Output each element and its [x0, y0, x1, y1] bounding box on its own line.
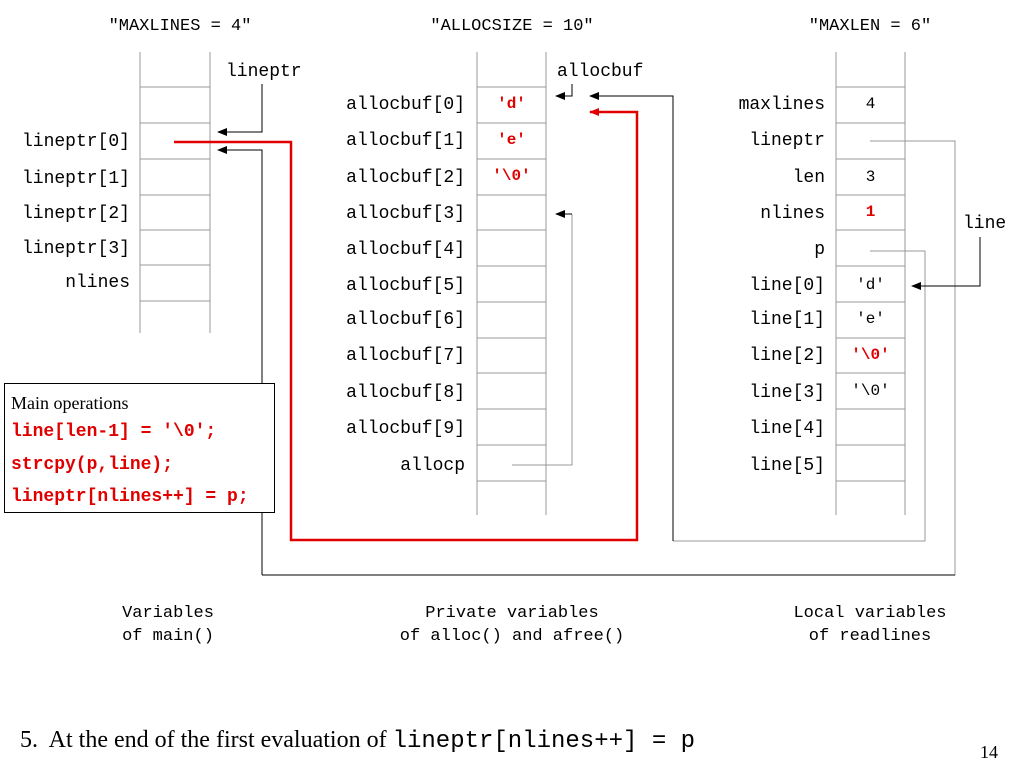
main-label-nlines: nlines [65, 273, 130, 293]
p-link [589, 92, 926, 542]
line0-value: 'd' [856, 276, 885, 294]
nlines-value: 1 [865, 203, 876, 221]
line3-value: '\0' [851, 382, 890, 400]
main-operations-box: Main operations line[len-1] = '\0'; strc… [4, 383, 275, 513]
allocp-link [512, 210, 573, 466]
alloc-label-allocp: allocp [400, 456, 465, 476]
alloc-header: "ALLOCSIZE = 10" [430, 17, 594, 36]
alloc-label-0: allocbuf[0] [346, 95, 465, 115]
step-text: 5. At the end of the first evaluation of [20, 727, 393, 753]
readlines-label-line1: line[1] [749, 310, 825, 330]
readlines-label-nlines: nlines [760, 204, 825, 224]
step-caption: 5. At the end of the first evaluation of… [20, 726, 695, 756]
main-label-lineptr2: lineptr[2] [21, 204, 130, 224]
readlines-header: "MAXLEN = 6" [808, 17, 932, 36]
operation-3: lineptr[nlines++] = p; [11, 487, 249, 507]
alloc-label-2: allocbuf[2] [346, 168, 465, 188]
readlines-label-line4: line[4] [749, 419, 825, 439]
alloc-caption: Private variables of alloc() and afree() [399, 604, 625, 646]
readlines-label-line3: line[3] [749, 383, 825, 403]
lineptr-pointer-label: lineptr [226, 62, 302, 82]
len-value: 3 [865, 168, 876, 186]
alloc-label-1: allocbuf[1] [346, 131, 465, 151]
main-header: "MAXLINES = 4" [108, 17, 252, 36]
allocbuf-pointer-label: allocbuf [557, 62, 644, 82]
readlines-caption: Local variables of readlines [793, 604, 947, 646]
main-caption: Variables of main() [122, 604, 214, 646]
alloc-label-4: allocbuf[4] [346, 240, 465, 260]
readlines-label-len: len [792, 168, 825, 188]
allocbuf-arrow [555, 84, 573, 100]
main-label-lineptr0: lineptr[0] [21, 132, 130, 152]
allocbuf-2-value: '\0' [492, 167, 531, 185]
step-code: lineptr[nlines++] = p [392, 728, 696, 755]
line2-value: '\0' [851, 346, 890, 364]
main-label-lineptr3: lineptr[3] [21, 239, 130, 259]
alloc-label-3: allocbuf[3] [346, 204, 465, 224]
line-arrow [911, 237, 981, 290]
readlines-label-line0: line[0] [749, 276, 825, 296]
alloc-label-6: allocbuf[6] [346, 310, 465, 330]
line1-value: 'e' [856, 310, 885, 328]
allocbuf-1-value: 'e' [497, 131, 526, 149]
main-column [139, 52, 211, 333]
operation-2: strcpy(p,line); [11, 455, 174, 475]
lineptr0-red-link [174, 108, 639, 542]
alloc-column [476, 52, 547, 515]
alloc-label-9: allocbuf[9] [346, 419, 465, 439]
page-number: 14 [980, 742, 998, 762]
readlines-label-line2: line[2] [749, 346, 825, 366]
readlines-label-maxlines: maxlines [738, 95, 825, 115]
operation-1: line[len-1] = '\0'; [11, 422, 217, 442]
readlines-column [835, 52, 906, 515]
maxlines-value: 4 [865, 95, 876, 113]
operations-title: Main operations [11, 393, 129, 413]
readlines-label-lineptr: lineptr [749, 131, 825, 151]
alloc-label-5: allocbuf[5] [346, 276, 465, 296]
main-label-lineptr1: lineptr[1] [21, 169, 130, 189]
readlines-label-p: p [814, 240, 825, 260]
alloc-label-7: allocbuf[7] [346, 346, 465, 366]
allocbuf-0-value: 'd' [497, 95, 526, 113]
line-pointer-label: line [963, 214, 1007, 234]
alloc-label-8: allocbuf[8] [346, 383, 465, 403]
readlines-label-line5: line[5] [749, 456, 825, 476]
